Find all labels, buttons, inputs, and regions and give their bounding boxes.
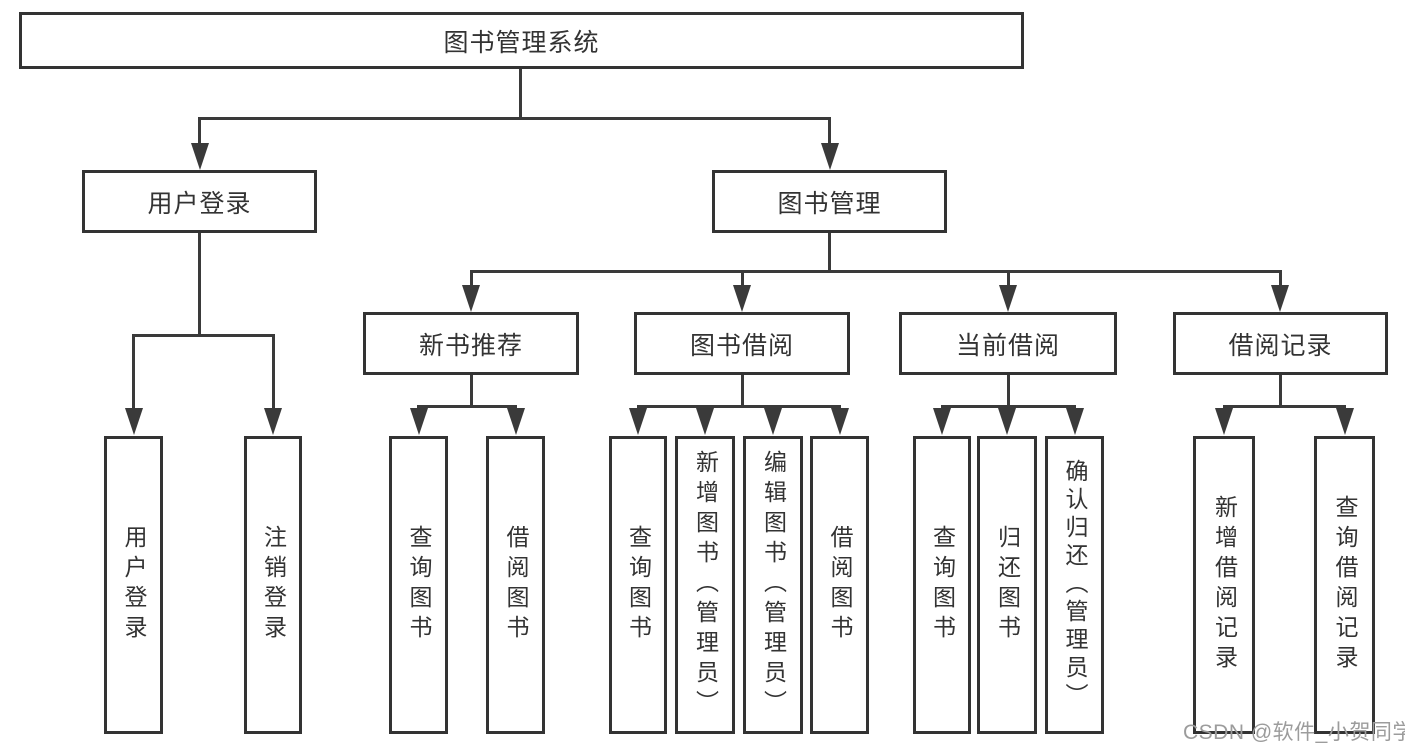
connector-line bbox=[1278, 270, 1282, 287]
connector-line bbox=[519, 68, 522, 120]
connector-line bbox=[740, 270, 744, 287]
arrowhead-down bbox=[764, 408, 782, 435]
connector-line bbox=[417, 405, 517, 408]
connector-line bbox=[740, 374, 744, 407]
arrowhead-down bbox=[1065, 408, 1084, 435]
connector-line bbox=[940, 405, 1076, 408]
connector-line bbox=[828, 232, 831, 273]
node-leaf-add-book: 新增图书（管理员） bbox=[675, 436, 735, 734]
arrowhead-down bbox=[1271, 285, 1289, 312]
node-leaf-borrow-book-1: 借阅图书 bbox=[486, 436, 545, 734]
connector-line bbox=[1006, 374, 1010, 407]
connector-line bbox=[1006, 270, 1010, 287]
arrowhead-down bbox=[696, 408, 714, 435]
connector-line bbox=[132, 334, 135, 410]
connector-line bbox=[1278, 374, 1282, 407]
connector-line bbox=[1222, 405, 1346, 408]
csdn-watermark: CSDN @软件_小贺同学 bbox=[1183, 721, 1405, 744]
arrowhead-down bbox=[1335, 408, 1354, 435]
arrowhead-down bbox=[124, 408, 143, 435]
arrowhead-down bbox=[733, 285, 751, 312]
node-book-borrow: 图书借阅 bbox=[634, 312, 850, 375]
arrowhead-down bbox=[462, 285, 480, 312]
connector-line bbox=[198, 117, 831, 120]
arrowhead-down bbox=[190, 143, 209, 170]
connector-line bbox=[271, 334, 275, 410]
arrowhead-down bbox=[1215, 408, 1233, 435]
node-new-book-recommend: 新书推荐 bbox=[363, 312, 579, 375]
arrowhead-down bbox=[629, 408, 647, 435]
node-user-login: 用户登录 bbox=[82, 170, 317, 233]
node-root: 图书管理系统 bbox=[19, 12, 1024, 69]
node-leaf-query-book-2: 查询图书 bbox=[609, 436, 667, 734]
node-leaf-query-book-1: 查询图书 bbox=[389, 436, 448, 734]
connector-line bbox=[132, 334, 275, 337]
connector-line bbox=[198, 117, 201, 145]
arrowhead-down bbox=[933, 408, 951, 435]
arrowhead-down bbox=[998, 408, 1016, 435]
node-leaf-add-borrow-record: 新增借阅记录 bbox=[1193, 436, 1255, 734]
arrowhead-down bbox=[264, 408, 282, 435]
arrowhead-down bbox=[506, 408, 525, 435]
connector-line bbox=[198, 232, 201, 337]
connector-line bbox=[636, 405, 841, 408]
node-leaf-query-book-3: 查询图书 bbox=[913, 436, 971, 734]
node-leaf-borrow-book-2: 借阅图书 bbox=[810, 436, 869, 734]
node-leaf-confirm-return: 确认归还（管理员） bbox=[1045, 436, 1104, 734]
connector-line bbox=[469, 374, 473, 407]
node-leaf-query-borrow-record: 查询借阅记录 bbox=[1314, 436, 1375, 734]
arrowhead-down bbox=[999, 285, 1017, 312]
connector-line bbox=[469, 270, 1282, 273]
node-leaf-return-book: 归还图书 bbox=[977, 436, 1037, 734]
connector-line bbox=[828, 117, 831, 145]
node-current-borrow: 当前借阅 bbox=[899, 312, 1117, 375]
arrowhead-down bbox=[820, 143, 839, 170]
connector-line bbox=[469, 270, 473, 287]
node-leaf-logout-login: 注销登录 bbox=[244, 436, 302, 734]
node-leaf-user-login: 用户登录 bbox=[104, 436, 163, 734]
node-book-management: 图书管理 bbox=[712, 170, 947, 233]
arrowhead-down bbox=[830, 408, 849, 435]
node-borrow-record: 借阅记录 bbox=[1173, 312, 1388, 375]
node-leaf-edit-book: 编辑图书（管理员） bbox=[743, 436, 803, 734]
arrowhead-down bbox=[409, 408, 428, 435]
